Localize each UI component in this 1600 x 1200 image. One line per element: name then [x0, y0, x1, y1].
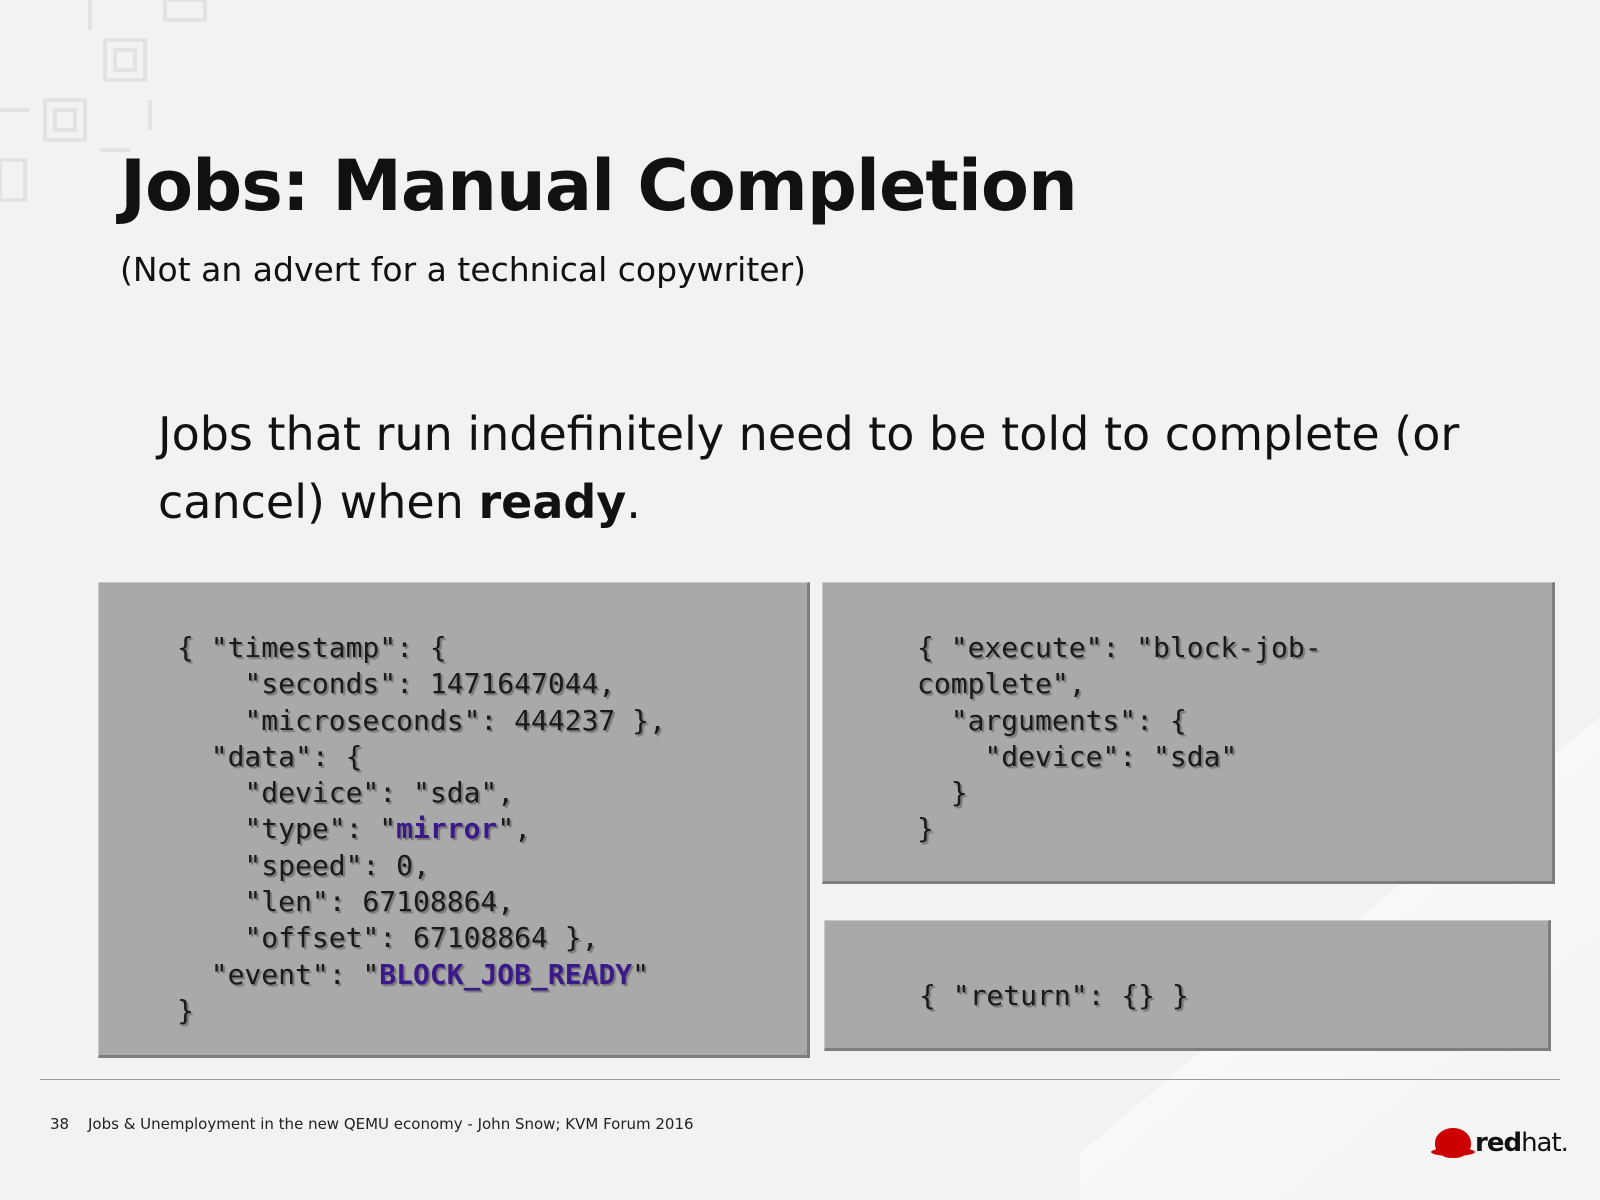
- body-text: Jobs that run indefinitely need to be to…: [158, 400, 1558, 536]
- decorative-pattern: [0, 0, 207, 202]
- code-line: { "timestamp": {: [177, 630, 807, 666]
- code-text: { "return": {} }: [919, 979, 1189, 1012]
- code-text: }: [917, 776, 968, 810]
- code-highlight: BLOCK_JOB_READY: [379, 957, 633, 991]
- code-text: "device": "sda",: [177, 776, 515, 810]
- redhat-logo: redhat.: [1431, 1128, 1569, 1158]
- code-line: "event": "BLOCK_JOB_READY": [177, 957, 807, 993]
- logo-text: redhat.: [1475, 1128, 1569, 1158]
- body-text-bold: ready: [478, 475, 627, 529]
- code-text: "device": "sda": [917, 739, 1238, 773]
- code-text: "type": ": [177, 812, 397, 846]
- footer-text: Jobs & Unemployment in the new QEMU econ…: [88, 1115, 694, 1133]
- code-line: }: [917, 811, 1552, 847]
- code-line: "len": 67108864,: [177, 884, 807, 920]
- code-line: "arguments": {: [917, 703, 1552, 739]
- code-block-return: { "return": {} }: [824, 920, 1551, 1051]
- logo-text-bold: red: [1475, 1128, 1522, 1158]
- code-text: "microseconds": 444237 },: [177, 703, 666, 737]
- code-line: { "execute": "block-job-: [917, 630, 1552, 666]
- code-text: { "execute": "block-job-: [917, 631, 1322, 664]
- code-text: "event": ": [177, 957, 380, 991]
- logo-text-light: hat.: [1521, 1128, 1569, 1158]
- code-text: ",: [497, 812, 532, 846]
- code-line: "microseconds": 444237 },: [177, 703, 807, 739]
- code-line: "type": "mirror",: [177, 811, 807, 847]
- code-text: "seconds": 1471647044,: [177, 667, 616, 701]
- code-line: "speed": 0,: [177, 848, 807, 884]
- code-line: "offset": 67108864 },: [177, 920, 807, 956]
- code-text: "arguments": {: [917, 703, 1187, 737]
- code-highlight: mirror: [396, 812, 498, 846]
- code-text: }: [917, 812, 934, 846]
- code-text: }: [177, 993, 194, 1027]
- slide-title: Jobs: Manual Completion: [120, 145, 1078, 227]
- code-text: "offset": 67108864 },: [177, 921, 599, 955]
- code-line: { "return": {} }: [919, 978, 1548, 1014]
- code-block-command: { "execute": "block-job-complete", "argu…: [822, 582, 1555, 884]
- code-text: { "timestamp": {: [177, 631, 447, 664]
- body-text-end: .: [626, 475, 641, 529]
- redhat-hat-icon: [1431, 1128, 1475, 1158]
- code-line: "device": "sda",: [177, 775, 807, 811]
- code-line: "seconds": 1471647044,: [177, 666, 807, 702]
- code-line: "data": {: [177, 739, 807, 775]
- body-text-main: Jobs that run indefinitely need to be to…: [158, 407, 1460, 529]
- code-line: complete",: [917, 666, 1552, 702]
- code-text: "data": {: [177, 739, 363, 773]
- slide-subtitle: (Not an advert for a technical copywrite…: [120, 250, 807, 289]
- code-text: "speed": 0,: [177, 848, 430, 882]
- page-number: 38: [50, 1115, 70, 1133]
- code-text: ": [632, 957, 650, 991]
- code-line: }: [917, 775, 1552, 811]
- code-line: "device": "sda": [917, 739, 1552, 775]
- code-line: }: [177, 993, 807, 1029]
- code-text: "len": 67108864,: [177, 885, 515, 919]
- footer-divider: [40, 1079, 1560, 1080]
- code-block-event: { "timestamp": { "seconds": 1471647044, …: [98, 582, 810, 1058]
- code-text: complete",: [917, 667, 1086, 701]
